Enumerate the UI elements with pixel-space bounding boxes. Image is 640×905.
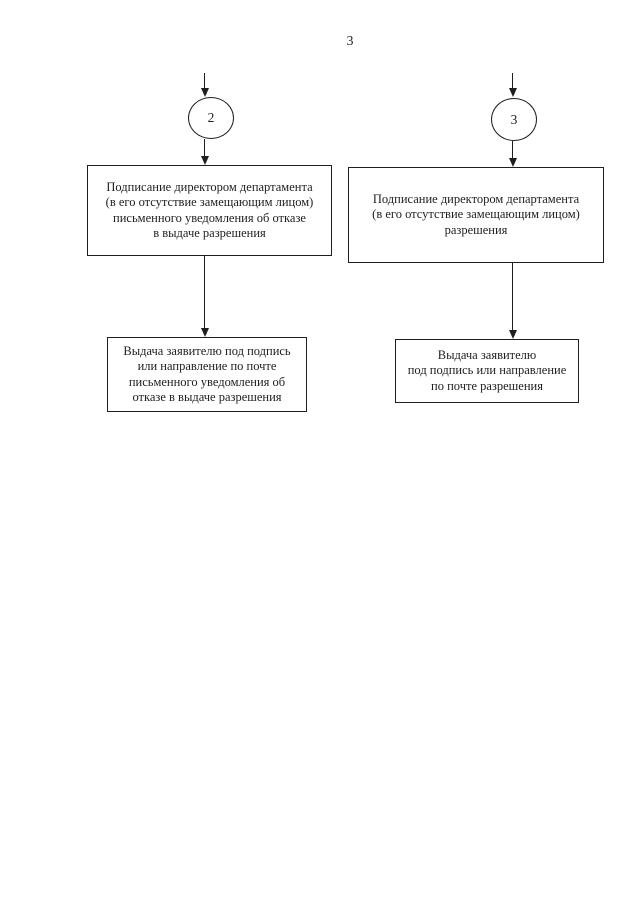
right-connector-to-box1-arrowhead-icon [509,158,517,167]
right-connector-to-box1-line [512,141,513,159]
right-process-box-signing: Подписание директором департамента (в ег… [348,167,604,263]
left-connector-circle: 2 [188,97,234,139]
process-text-line: (в его отсутствие замещающим лицом) [105,195,314,209]
right-incoming-connector-line [512,73,513,89]
process-text-line: под подпись или направление [407,363,567,378]
right-box1-to-box2-line [512,263,513,331]
left-incoming-connector-line [204,73,205,89]
right-box1-to-box2-arrowhead-icon [509,330,517,339]
process-text-line: или направление по почте [137,359,277,373]
left-box1-to-box2-arrowhead-icon [201,328,209,337]
process-text-line: (в его отсутствие замещающим лицом) [372,207,580,222]
process-text-line: Подписание директором департамента [372,191,580,206]
process-text-line: отказе в выдаче разрешения [132,390,282,404]
process-text-line: Выдача заявителю [437,347,537,362]
left-incoming-arrowhead-icon [201,88,209,97]
right-process-box-issuance: Выдача заявителю под подпись или направл… [395,339,579,403]
process-text-line: разрешения [444,222,508,237]
page-number: 3 [346,34,354,49]
process-text-line: Выдача заявителю под подпись [123,343,291,358]
left-box1-to-box2-line [204,256,205,329]
left-connector-to-box1-arrowhead-icon [201,156,209,165]
right-connector-circle: 3 [491,98,537,141]
left-process-box-signing: Подписание директором департамента (в ег… [87,165,332,256]
process-text-line: в выдаче разрешения [153,226,266,240]
process-text-line: письменного уведомления об отказе [113,210,306,225]
left-connector-to-box1-line [204,139,205,157]
process-text-line: письменного уведомления об [128,374,286,389]
process-text-line: Подписание директором департамента [106,179,313,194]
right-incoming-arrowhead-icon [509,88,517,97]
left-process-box-issuance: Выдача заявителю под подпись или направл… [107,337,307,412]
right-connector-label: 3 [510,111,518,127]
process-text-line: по почте разрешения [431,378,543,393]
left-connector-label: 2 [207,110,215,125]
